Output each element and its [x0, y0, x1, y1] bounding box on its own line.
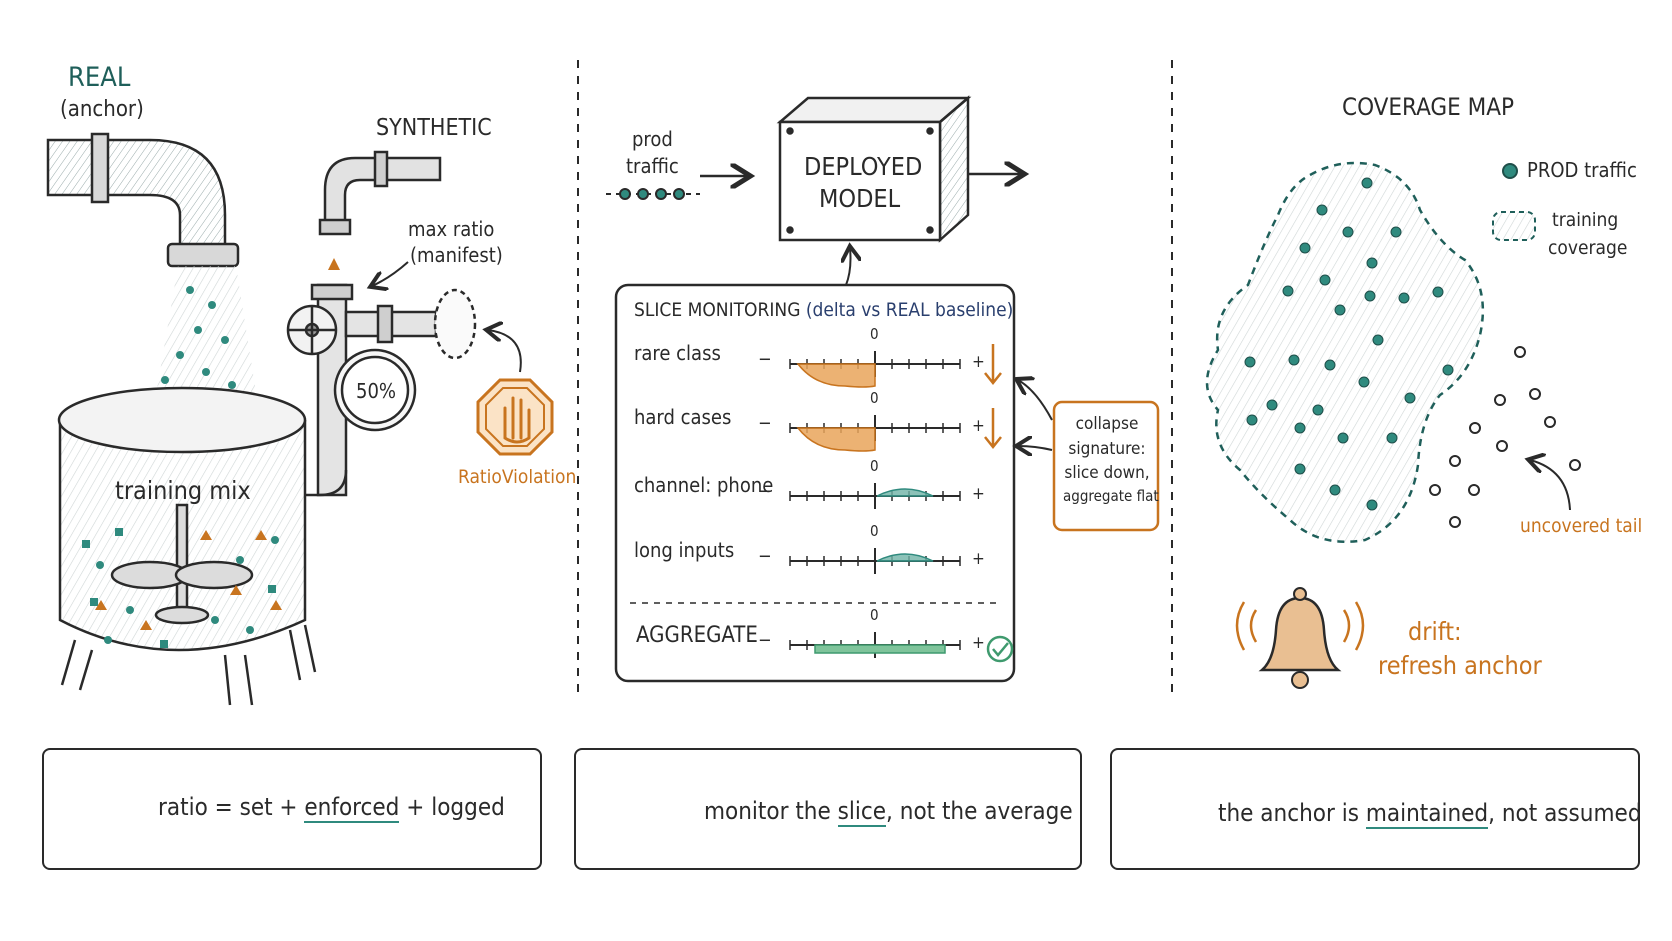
- legend-training-label-1: training: [1552, 209, 1619, 231]
- takeaway-text-after: , not the average: [886, 797, 1073, 825]
- axis-plus-label: +: [972, 633, 985, 653]
- collapse-note-line: collapse: [1075, 414, 1139, 434]
- uncovered-tail-label: uncovered tail: [1520, 515, 1643, 537]
- check-mark-icon: [992, 642, 1009, 657]
- takeaway-text-before: ratio = set +: [158, 793, 305, 821]
- takeaway-text: ratio = set + enforced + logged: [158, 793, 505, 823]
- axis-minus-label: −: [758, 413, 772, 434]
- axis-zero-label: 0: [870, 457, 879, 475]
- slice-axes: [789, 344, 1014, 663]
- prod-traffic-points: [1244, 177, 1454, 511]
- slice-row-label: rare class: [634, 341, 721, 365]
- monitor-title: SLICE MONITORING (delta vs REAL baseline…: [634, 299, 1014, 322]
- model-label-line1: DEPLOYED: [804, 152, 923, 181]
- ratio-gauge-value: 50%: [356, 379, 396, 403]
- violation-arrow: [488, 330, 522, 373]
- collapse-note: collapse signature: slice down, aggregat…: [1063, 412, 1159, 508]
- axis-plus-label: +: [972, 352, 985, 372]
- takeaway-text-before: monitor the: [704, 797, 838, 825]
- takeaway-card-slice: monitor the slice, not the average: [574, 748, 1082, 870]
- slice-delta-dip: [796, 363, 876, 388]
- slice-delta-dip: [796, 427, 876, 452]
- small-orange-triangle: [328, 258, 340, 270]
- takeaway-card-ratio: ratio = set + enforced + logged: [42, 748, 542, 870]
- stop-hand-icon: [476, 378, 554, 456]
- max-ratio-label: max ratio: [408, 217, 495, 241]
- slice-delta-bump: [876, 488, 934, 497]
- drift-label-line2: refresh anchor: [1378, 651, 1542, 680]
- collapse-arrow-2: [1018, 446, 1053, 450]
- mixer-blades: [110, 503, 254, 625]
- axis-zero-label: 0: [870, 606, 879, 624]
- real-pipe: [46, 132, 240, 268]
- legend-prod-dot: [1502, 163, 1518, 179]
- axis-plus-label: +: [972, 416, 985, 436]
- collapse-note-line: signature:: [1068, 438, 1146, 459]
- legend-training-label-2: coverage: [1548, 237, 1628, 259]
- axis-zero-label: 0: [870, 389, 879, 407]
- monitor-to-model-arrow: [846, 248, 851, 286]
- prod-label: prod: [632, 127, 673, 151]
- takeaway-emphasis: enforced: [304, 793, 400, 823]
- anchor-label: (anchor): [60, 97, 144, 122]
- takeaway-emphasis: maintained: [1365, 799, 1489, 829]
- slice-delta-bump: [876, 553, 934, 562]
- valve-assembly: [286, 283, 477, 497]
- collapse-note-box: [1052, 400, 1160, 532]
- slice-row-label: hard cases: [634, 405, 732, 429]
- takeaway-text-after: , not assumed: [1488, 799, 1642, 827]
- uncovered-points: [1429, 346, 1581, 528]
- traffic-label: traffic: [626, 154, 679, 178]
- monitor-title-text: SLICE MONITORING: [634, 299, 801, 321]
- axis-minus-label: −: [758, 481, 772, 502]
- takeaway-card-anchor: the anchor is maintained, not assumed: [1110, 748, 1642, 870]
- axis-plus-label: +: [972, 549, 985, 569]
- tank-label: training mix: [115, 476, 251, 505]
- real-label: REAL: [68, 62, 131, 93]
- slice-monitor-card: [614, 283, 1016, 683]
- training-coverage-blob: [1205, 161, 1485, 544]
- drift-label-line1: drift:: [1408, 617, 1462, 646]
- takeaway-text-after: + logged: [399, 793, 505, 821]
- slice-row-label: channel: phone: [634, 473, 774, 497]
- aggregate-delta-band: [814, 644, 946, 654]
- coverage-map-title: COVERAGE MAP: [1342, 93, 1515, 121]
- collapse-note-line: aggregate flat: [1063, 486, 1159, 505]
- legend-prod-label: PROD traffic: [1527, 158, 1637, 182]
- collapse-note-line: slice down,: [1064, 463, 1150, 484]
- slice-row-label: AGGREGATE: [636, 623, 758, 648]
- axis-minus-label: −: [758, 349, 772, 370]
- axis-plus-label: +: [972, 484, 985, 504]
- takeaway-text: the anchor is maintained, not assumed: [1218, 799, 1642, 829]
- manifest-label: (manifest): [410, 243, 503, 267]
- down-arrow-icon: [984, 344, 1002, 386]
- prod-traffic-dots: [606, 188, 700, 200]
- synthetic-pipe: [318, 150, 442, 236]
- axis-zero-label: 0: [870, 325, 879, 343]
- model-label-line2: MODEL: [819, 184, 901, 213]
- tank-particles: [82, 528, 282, 648]
- down-arrow-icon: [984, 408, 1002, 450]
- model-box: [776, 95, 972, 243]
- takeaway-text-before: the anchor is: [1218, 799, 1366, 827]
- slice-row-label: long inputs: [634, 538, 735, 562]
- legend-training-swatch: [1492, 211, 1536, 241]
- check-circle-icon: [986, 635, 1014, 663]
- axis-minus-label: −: [758, 630, 772, 651]
- bell-icon: [1235, 587, 1365, 689]
- uncovered-arrow: [1530, 460, 1571, 511]
- synthetic-label: SYNTHETIC: [376, 115, 492, 141]
- ratio-violation-label: RatioViolation: [458, 466, 577, 488]
- collapse-arrow-1: [1018, 380, 1053, 421]
- monitor-subtitle: (delta vs REAL baseline): [805, 299, 1014, 321]
- takeaway-emphasis: slice: [837, 797, 887, 827]
- axis-zero-label: 0: [870, 522, 879, 540]
- axis-minus-label: −: [758, 546, 772, 567]
- takeaway-text: monitor the slice, not the average: [704, 797, 1073, 827]
- max-ratio-arrow: [372, 261, 409, 286]
